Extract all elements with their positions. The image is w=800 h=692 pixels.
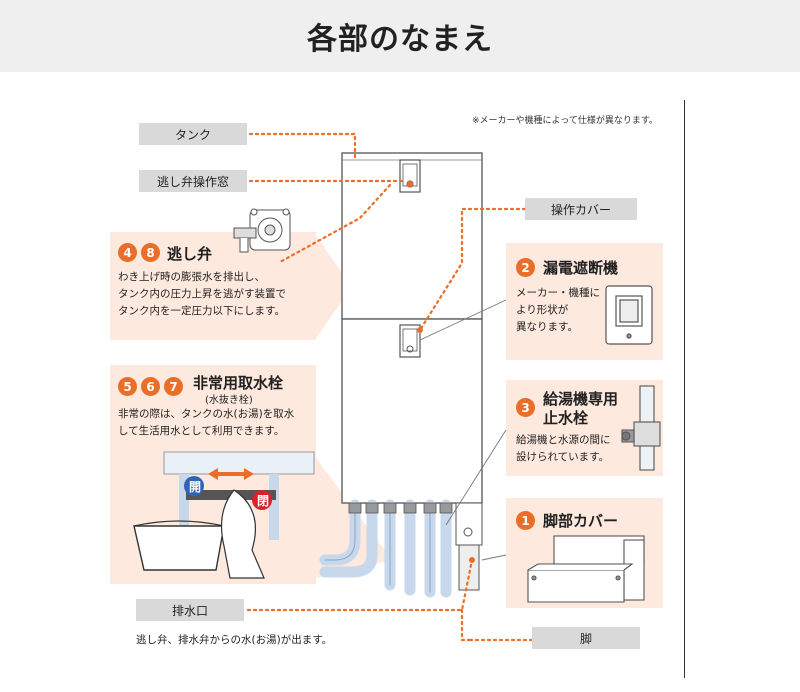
badge-6: 6	[141, 377, 160, 396]
spec-note: ※メーカーや機種によって仕様が異なります。	[472, 116, 658, 126]
shutoff-valve-title: 給湯機専用 止水栓	[543, 390, 619, 427]
emergency-tap-description: 非常の際は、タンクの水(お湯)を取水 して生活用水として利用できます。	[118, 408, 295, 437]
foot-cover-title: 脚部カバー	[543, 512, 619, 530]
badge-5: 5	[118, 377, 137, 396]
badge-4: 4	[118, 243, 137, 262]
breaker-description: メーカー・機種に より形状が 異なります。	[516, 287, 600, 333]
label-control-cover: 操作カバー	[525, 198, 637, 220]
badge-1: 1	[516, 511, 535, 530]
page-title: 各部のなまえ	[307, 22, 493, 57]
label-relief-window: 逃し弁操作窓	[139, 170, 247, 192]
label-tank: タンク	[139, 123, 247, 145]
badge-7: 7	[164, 377, 183, 396]
badge-2: 2	[516, 258, 535, 277]
label-foot: 脚	[532, 627, 640, 649]
shutoff-valve-description: 給湯機と水源の間に 設けられています。	[516, 434, 611, 463]
emergency-tap-subtitle: (水抜き栓)	[205, 395, 253, 406]
label-drain-outlet: 排水口	[136, 599, 244, 621]
emergency-tap-title: 非常用取水栓	[193, 374, 284, 392]
open-label: 開	[188, 480, 201, 494]
close-label: 閉	[256, 494, 269, 508]
badge-8: 8	[141, 243, 160, 262]
header-bar	[0, 0, 800, 72]
relief-valve-title: 逃し弁	[167, 245, 213, 263]
right-divider	[684, 100, 685, 678]
badge-3: 3	[516, 398, 535, 417]
breaker-title: 漏電遮断機	[543, 259, 619, 277]
drain-caption: 逃し弁、排水弁からの水(お湯)が出ます。	[136, 634, 333, 646]
relief-valve-description: わき上げ時の膨張水を排出し、 タンク内の圧力上昇を逃がす装置で タンク内を一定圧…	[118, 271, 286, 317]
